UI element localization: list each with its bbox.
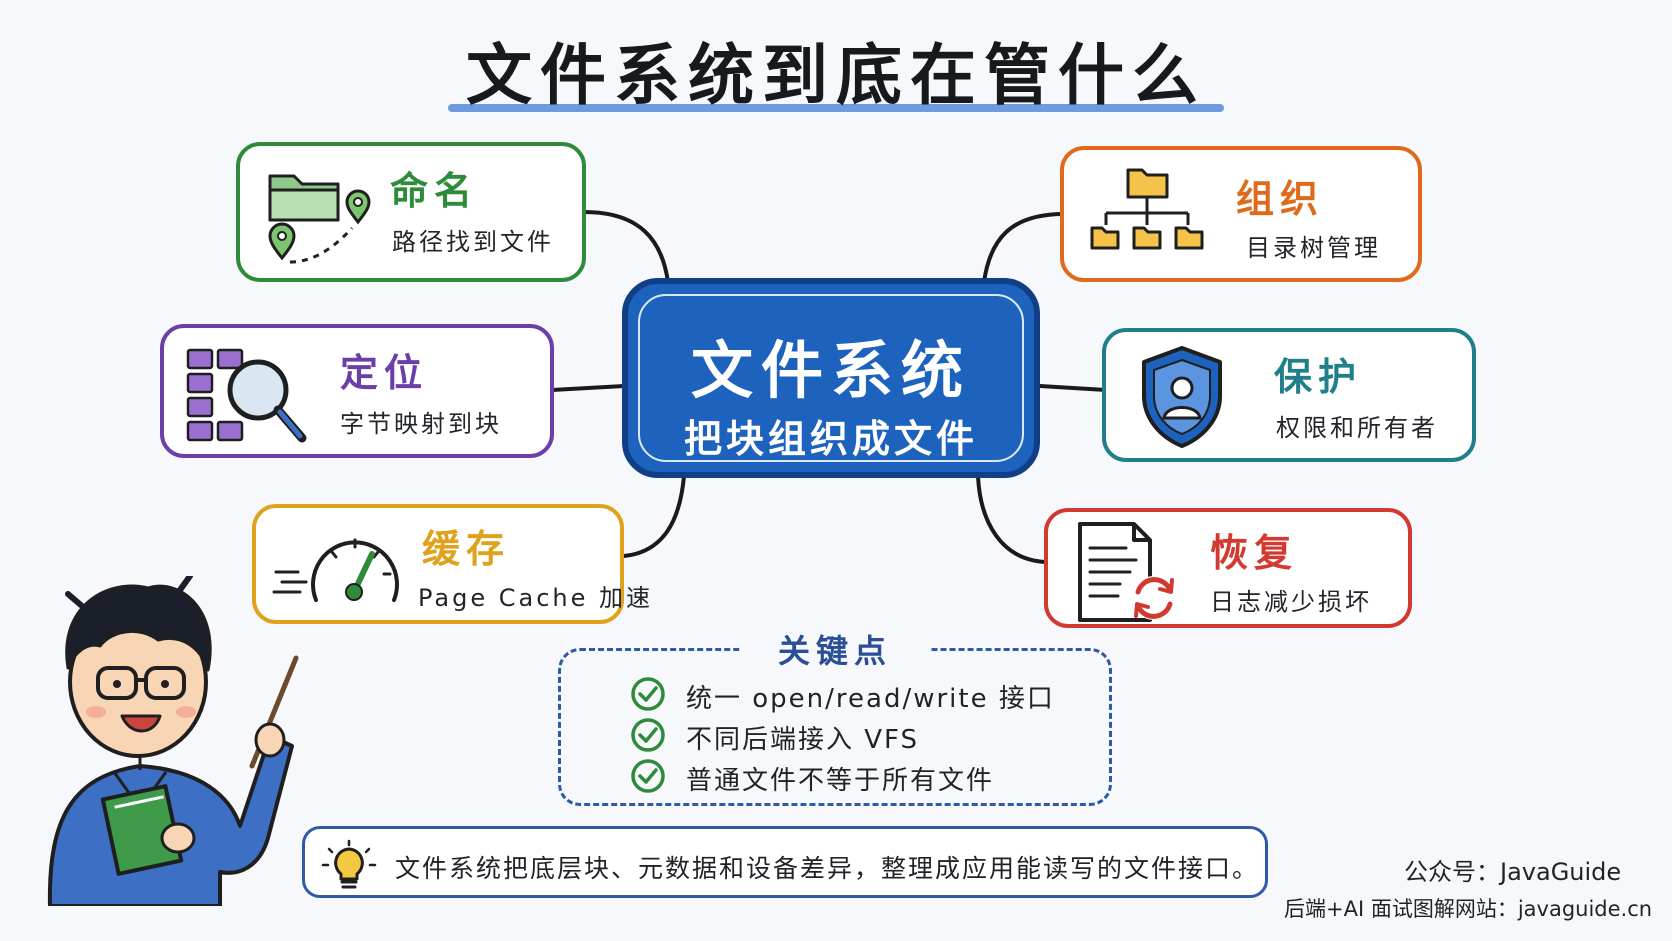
check-circle-icon: [631, 759, 665, 793]
user-shield-icon: [1142, 346, 1222, 448]
key-points-title: 关键点: [740, 626, 930, 672]
card-locate-title: 定位: [340, 351, 429, 395]
card-naming-subtitle: 路径找到文件: [392, 228, 554, 256]
page-title: 文件系统到底在管什么: [466, 37, 1206, 114]
card-organize-title: 组织: [1236, 177, 1325, 221]
card-organize: 组织 目录树管理: [1060, 146, 1422, 282]
central-node-title: 文件系统: [690, 334, 971, 407]
title-underline: [448, 104, 1224, 112]
summary-text: 文件系统把底层块、元数据和设备差异，整理成应用能读写的文件接口。: [395, 854, 1260, 883]
central-node: 文件系统 把块组织成文件: [622, 278, 1040, 478]
summary-box: 文件系统把底层块、元数据和设备差异，整理成应用能读写的文件接口。: [302, 826, 1268, 898]
card-locate: 定位 字节映射到块: [160, 324, 554, 458]
directory-tree-icon: [1090, 168, 1204, 250]
card-naming-title: 命名: [390, 169, 479, 213]
card-recover-title: 恢复: [1210, 531, 1299, 575]
card-cache-subtitle: Page Cache 加速: [418, 584, 653, 612]
document-restore-icon: [1078, 522, 1176, 622]
card-protect: 保护 权限和所有者: [1102, 328, 1476, 462]
teacher-illustration: [47, 576, 299, 906]
card-cache: 缓存 Page Cache 加速: [252, 504, 650, 624]
central-node-subtitle: 把块组织成文件: [683, 417, 978, 461]
card-recover: 恢复 日志减少损坏: [1044, 508, 1412, 628]
card-naming: 命名 路径找到文件: [236, 142, 586, 282]
credit-site: 后端+AI 面试图解网站：javaguide.cn: [1284, 897, 1653, 921]
credit-account: 公众号：JavaGuide: [1404, 858, 1622, 886]
card-cache-title: 缓存: [422, 527, 511, 571]
block-magnifier-icon: [186, 348, 307, 443]
speedometer-icon: [272, 538, 399, 602]
card-protect-subtitle: 权限和所有者: [1276, 414, 1438, 442]
key-point-text: 普通文件不等于所有文件: [686, 766, 995, 796]
lightbulb-icon: [321, 839, 377, 889]
card-organize-subtitle: 目录树管理: [1246, 234, 1381, 262]
folder-route-icon: [268, 174, 371, 264]
central-node-inner-border: [638, 294, 1024, 462]
key-point-text: 统一 open/read/write 接口: [686, 684, 1055, 714]
card-recover-subtitle: 日志减少损坏: [1210, 588, 1372, 616]
check-circle-icon: [631, 718, 665, 752]
card-locate-subtitle: 字节映射到块: [340, 410, 502, 438]
key-point-text: 不同后端接入 VFS: [686, 725, 920, 755]
card-protect-title: 保护: [1274, 355, 1363, 399]
check-circle-icon: [631, 677, 665, 711]
